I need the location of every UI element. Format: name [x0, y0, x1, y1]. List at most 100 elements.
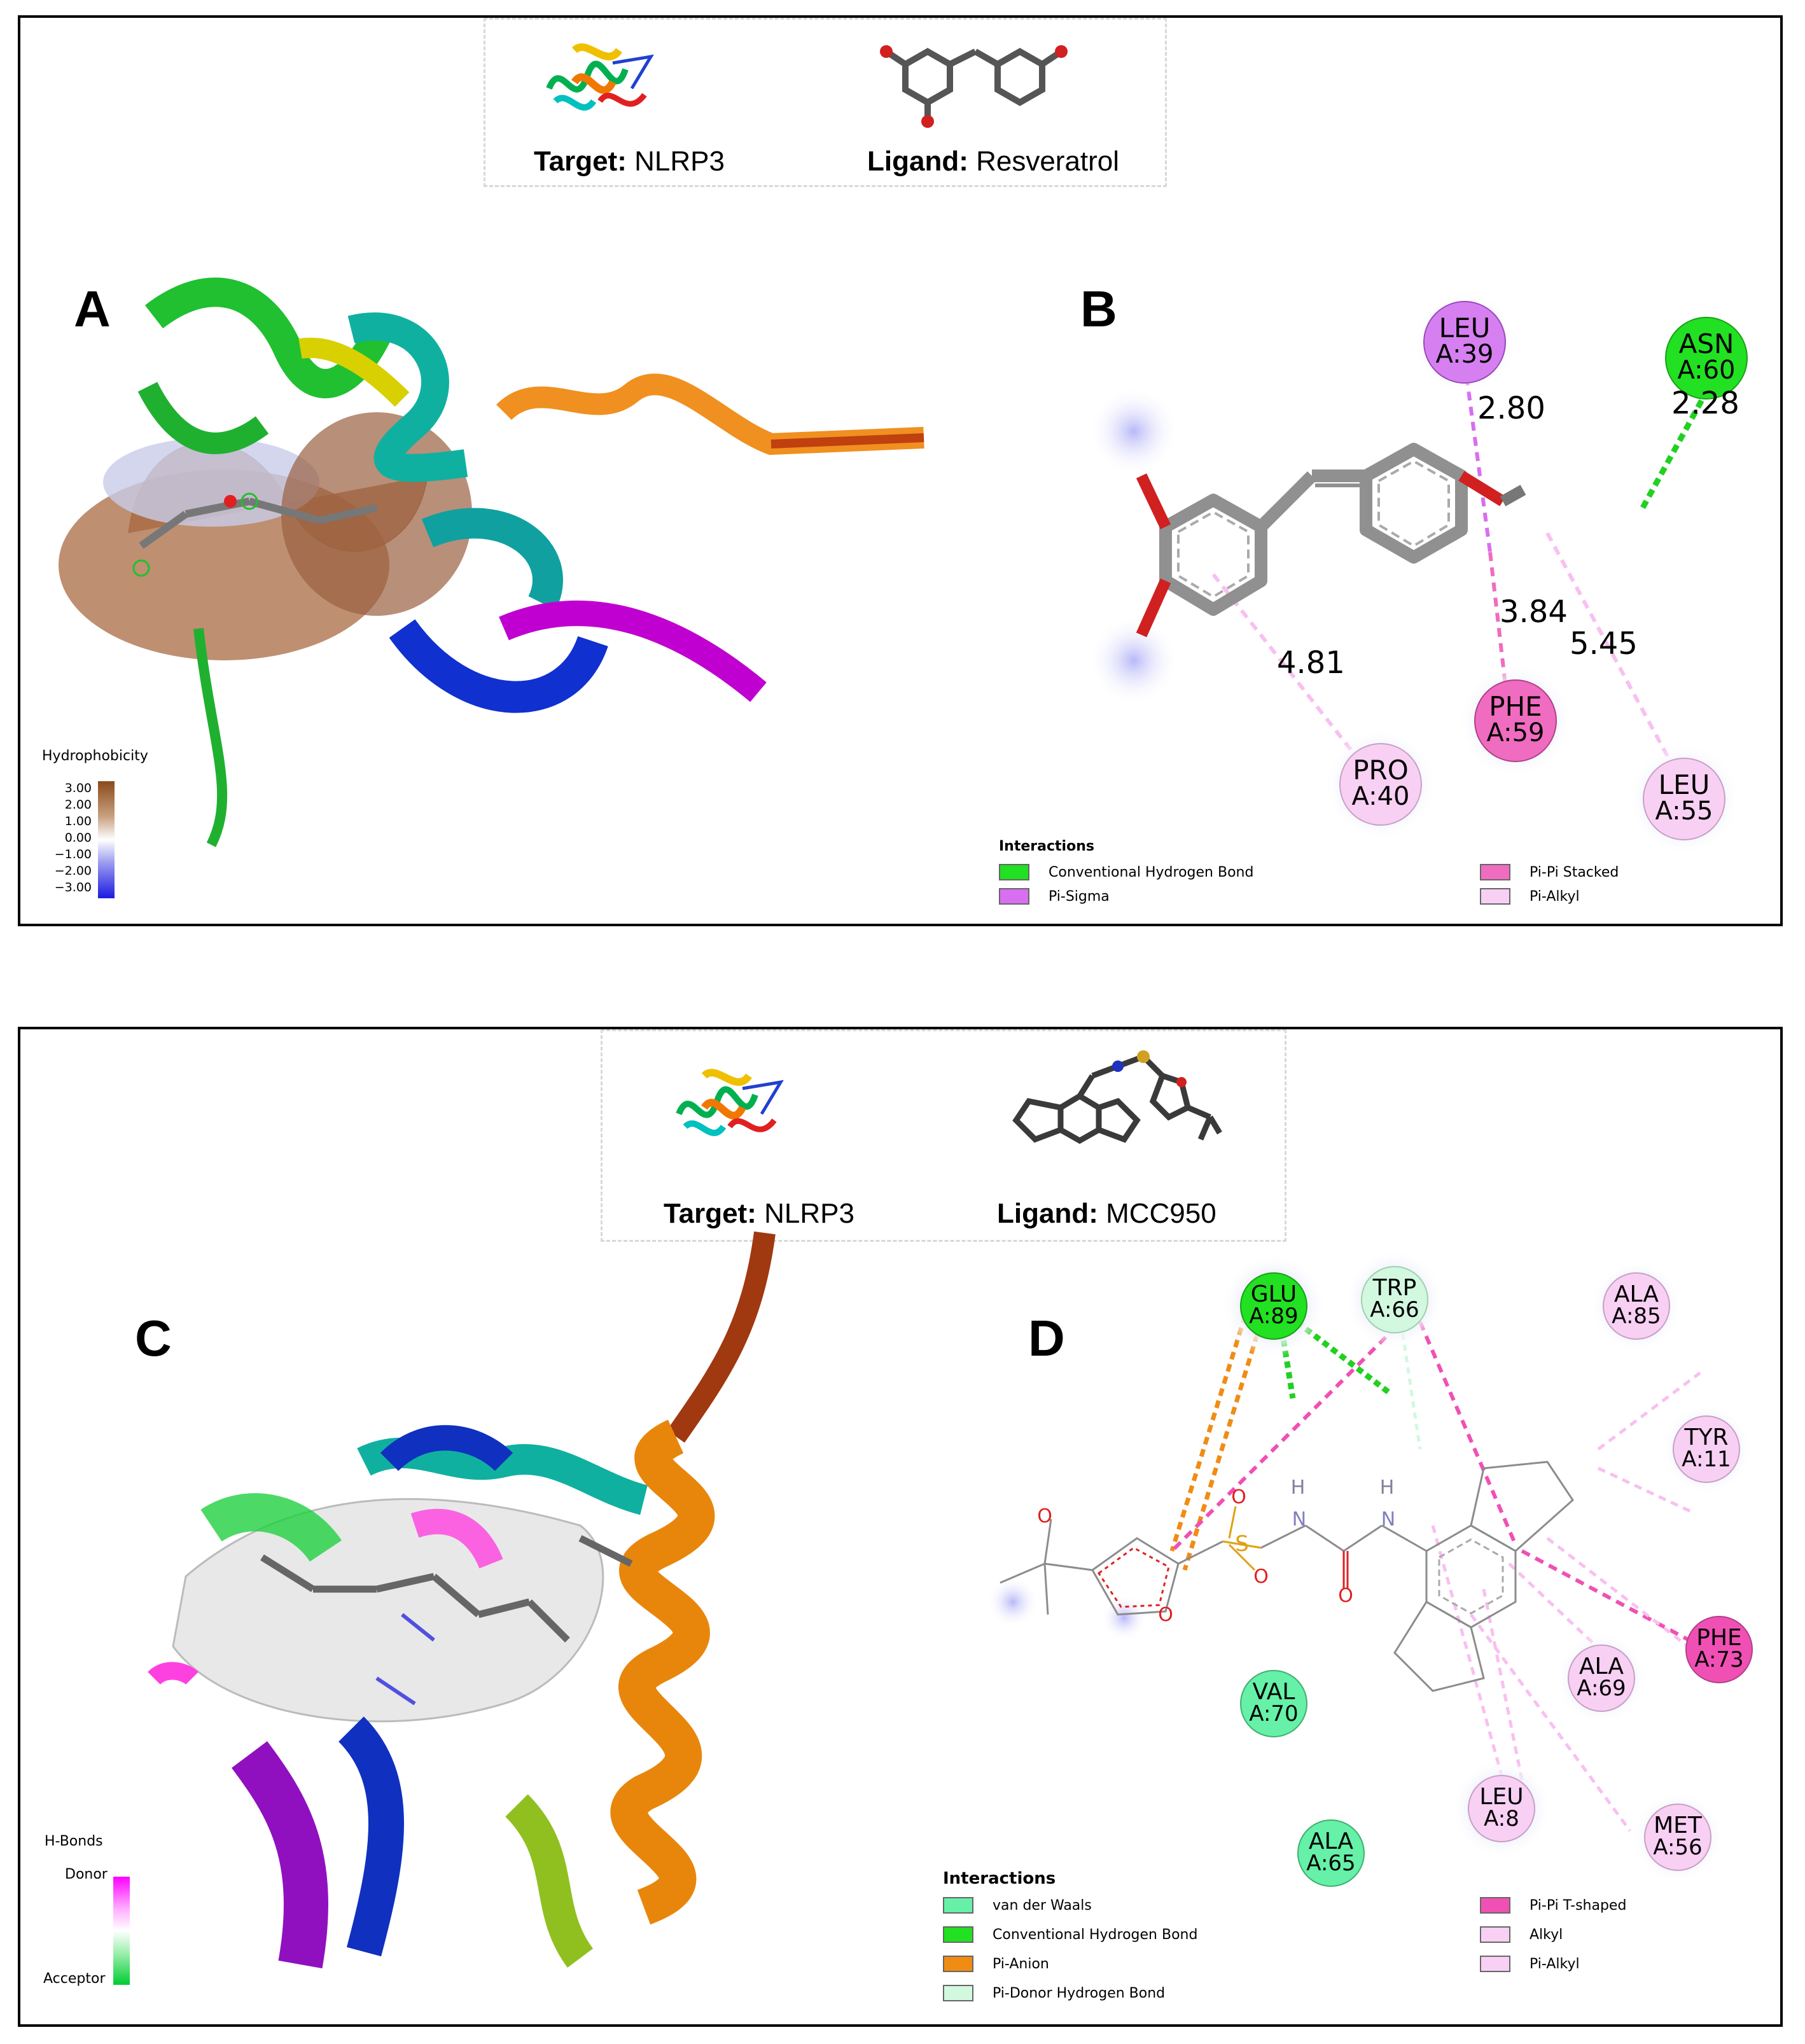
distance-label: 3.84	[1500, 594, 1568, 630]
legend-item: Pi-Alkyl	[1480, 1956, 1580, 1972]
residue-node	[1665, 317, 1748, 400]
hydro-tick: 1.00	[64, 814, 92, 828]
atom-label: N	[1292, 1508, 1306, 1531]
ligand-thumbnail-mcc950	[1012, 1050, 1222, 1144]
legend-item: Pi-Sigma	[999, 888, 1110, 905]
hbonds-donor: Donor	[65, 1867, 108, 1882]
distance-label: 2.80	[1477, 391, 1545, 426]
svg-text:ALA: ALA	[1309, 1828, 1354, 1854]
ligand-thumbnail-resveratrol	[880, 45, 1068, 128]
protein-thumbnail-bottom	[676, 1069, 784, 1136]
svg-text:TRP: TRP	[1372, 1275, 1417, 1301]
hbonds-gradient	[113, 1877, 130, 1985]
residue-name-pro40: PRO	[1353, 754, 1409, 786]
svg-text:ALA: ALA	[1579, 1653, 1624, 1679]
residue-phe73: PHE A:73	[1685, 1616, 1753, 1683]
svg-text:GLU: GLU	[1251, 1281, 1297, 1307]
atom-label: O	[1338, 1585, 1353, 1607]
atom-label: S	[1235, 1531, 1249, 1557]
svg-text:ALA: ALA	[1614, 1281, 1659, 1307]
legend-item: Pi-Anion	[943, 1956, 1049, 1972]
legend-item: Pi-Alkyl	[1480, 888, 1580, 905]
svg-text:A:66: A:66	[1370, 1297, 1419, 1323]
hbonds-acceptor: Acceptor	[43, 1971, 106, 1987]
ligand-caption-bottom: Ligand: MCC950	[997, 1198, 1216, 1229]
residue-id-leu39: A:39	[1435, 340, 1493, 369]
hydro-tick: 2.00	[64, 798, 92, 812]
residue-ala69: ALA A:69	[1556, 1632, 1647, 1724]
distance-label: 5.45	[1570, 626, 1638, 662]
interaction-diagram-d: O O S O O H N O H N GLU A:89 TRP A:66 AL…	[987, 1250, 1753, 1887]
residue-name-phe59: PHE	[1489, 691, 1542, 722]
legend-item: Conventional Hydrogen Bond	[943, 1926, 1197, 1943]
legend-item: Pi-Donor Hydrogen Bond	[943, 1985, 1165, 2001]
svg-text:VAL: VAL	[1252, 1679, 1295, 1705]
distance-label: 2.28	[1671, 386, 1739, 421]
residue-node	[1423, 301, 1506, 384]
panel-letter-b: B	[1080, 281, 1117, 337]
distance-label: 4.81	[1277, 645, 1345, 681]
svg-text:A:69: A:69	[1577, 1676, 1626, 1701]
residue-id-asn60: A:60	[1677, 356, 1735, 385]
legend-item: Pi-Pi Stacked	[1480, 864, 1619, 880]
residue-node	[1643, 758, 1725, 840]
legend-item: Conventional Hydrogen Bond	[999, 864, 1253, 880]
hydro-tick: 3.00	[64, 781, 92, 795]
atom-label: O	[1231, 1486, 1246, 1508]
residue-name-leu39: LEU	[1439, 312, 1491, 344]
panel-letter-a: A	[74, 281, 111, 337]
svg-text:A:73: A:73	[1694, 1647, 1743, 1672]
residue-leu8: LEU A:8	[1452, 1759, 1551, 1858]
legend-title-bottom: Interactions	[943, 1869, 1056, 1888]
svg-text:LEU: LEU	[1479, 1784, 1523, 1810]
hydrophobicity-title: Hydrophobicity	[42, 748, 148, 764]
target-caption-top: Target: NLRP3	[534, 146, 725, 177]
info-box-top: Target: NLRP3 Ligand: Resveratrol	[484, 18, 1167, 187]
legend-item: Alkyl	[1480, 1926, 1563, 1943]
atom-label: H	[1291, 1477, 1306, 1499]
legend-title-top: Interactions	[999, 838, 1094, 854]
residue-met56: MET A:56	[1632, 1791, 1724, 1883]
residue-trp66: TRP A:66	[1345, 1250, 1444, 1349]
svg-text:A:85: A:85	[1612, 1304, 1661, 1329]
atom-label: O	[1158, 1604, 1173, 1626]
svg-text:A:56: A:56	[1653, 1835, 1702, 1860]
residue-node	[1474, 679, 1557, 762]
residue-name-asn60: ASN	[1679, 328, 1734, 359]
residue-id-leu55: A:55	[1655, 796, 1713, 826]
panel-mcc950: Target: NLRP3 Ligand: MCC950 C D H-Bonds…	[18, 1027, 1783, 2027]
residue-val70: VAL A:70	[1240, 1670, 1307, 1737]
atom-label: O	[1037, 1505, 1052, 1527]
residue-tyr11: TYR A:11	[1661, 1403, 1752, 1495]
legend-item: Pi-Pi T-shaped	[1480, 1897, 1626, 1914]
svg-text:A:70: A:70	[1249, 1701, 1298, 1727]
svg-text:A:89: A:89	[1249, 1304, 1298, 1329]
hydro-tick: 0.00	[64, 831, 92, 845]
legend-item: van der Waals	[943, 1897, 1092, 1914]
panel-resveratrol: Target: NLRP3 Ligand: Resveratrol A B Hy…	[18, 15, 1783, 926]
hydro-tick: −2.00	[54, 864, 92, 878]
residue-glu89: GLU A:89	[1222, 1254, 1326, 1358]
svg-text:MET: MET	[1654, 1812, 1703, 1839]
ligand-caption-top: Ligand: Resveratrol	[867, 146, 1120, 177]
residue-ala85: ALA A:85	[1591, 1260, 1682, 1352]
protein-3d-view-c	[148, 1231, 776, 1969]
atom-label: H	[1380, 1477, 1395, 1499]
svg-text:TYR: TYR	[1684, 1424, 1729, 1450]
target-caption-bottom: Target: NLRP3	[664, 1198, 854, 1229]
residue-ala65: ALA A:65	[1297, 1819, 1365, 1887]
hbonds-title: H-Bonds	[45, 1833, 103, 1849]
hydro-tick: −3.00	[54, 880, 92, 894]
protein-3d-view-a	[59, 277, 924, 847]
interaction-diagram-b: LEU A:39 ASN A:60 PHE A:59 PRO A:40 LEU …	[1089, 290, 1748, 855]
hydro-tick: −1.00	[54, 847, 92, 861]
info-box-bottom: Target: NLRP3 Ligand: MCC950	[601, 1029, 1286, 1242]
hydrophobicity-gradient	[98, 781, 115, 898]
svg-text:PHE: PHE	[1696, 1625, 1742, 1651]
residue-id-pro40: A:40	[1351, 782, 1409, 811]
atom-label: O	[1253, 1566, 1269, 1588]
panel-letter-d: D	[1028, 1310, 1065, 1366]
protein-thumbnail-top	[546, 43, 654, 111]
atom-label: N	[1381, 1508, 1395, 1531]
panel-letter-c: C	[135, 1310, 172, 1366]
